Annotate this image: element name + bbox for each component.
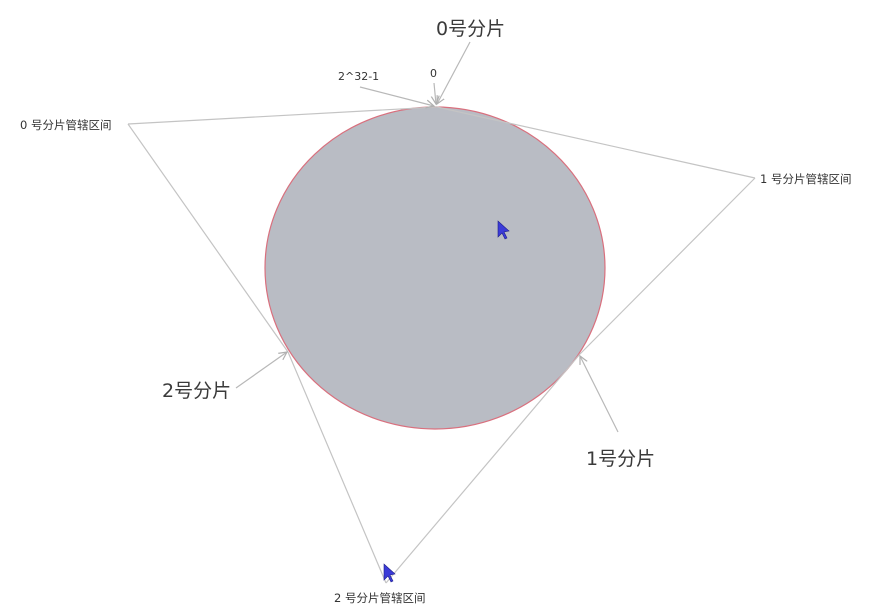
shard-2-label: 2号分片 bbox=[162, 380, 231, 402]
hash-ring bbox=[264, 106, 606, 430]
zero-value-label: 0 bbox=[430, 67, 437, 80]
shard-2-pointer-arrow bbox=[235, 352, 287, 389]
max-value-pointer-arrow bbox=[359, 86, 434, 106]
range-0-label: 0 号分片管辖区间 bbox=[20, 118, 111, 132]
zero-value-pointer-arrow bbox=[434, 82, 436, 104]
range-2-line-left bbox=[287, 351, 387, 584]
range-1-label: 1 号分片管辖区间 bbox=[760, 172, 851, 186]
range-2-line-right bbox=[385, 353, 581, 584]
max-value-label: 2^32-1 bbox=[338, 70, 379, 83]
range-0-line-top bbox=[127, 106, 438, 125]
shard-0-label: 0号分片 bbox=[436, 18, 505, 40]
shard-1-pointer-arrow bbox=[580, 356, 619, 433]
shard-1-label: 1号分片 bbox=[586, 448, 655, 470]
mouse-cursor-icon bbox=[383, 563, 396, 583]
range-2-label: 2 号分片管辖区间 bbox=[334, 591, 425, 605]
shard-0-pointer-arrow bbox=[437, 41, 471, 104]
range-0-line-left bbox=[127, 123, 289, 353]
range-1-line-right bbox=[579, 177, 756, 355]
mouse-cursor-icon bbox=[497, 220, 510, 240]
range-1-line-top bbox=[436, 106, 756, 179]
